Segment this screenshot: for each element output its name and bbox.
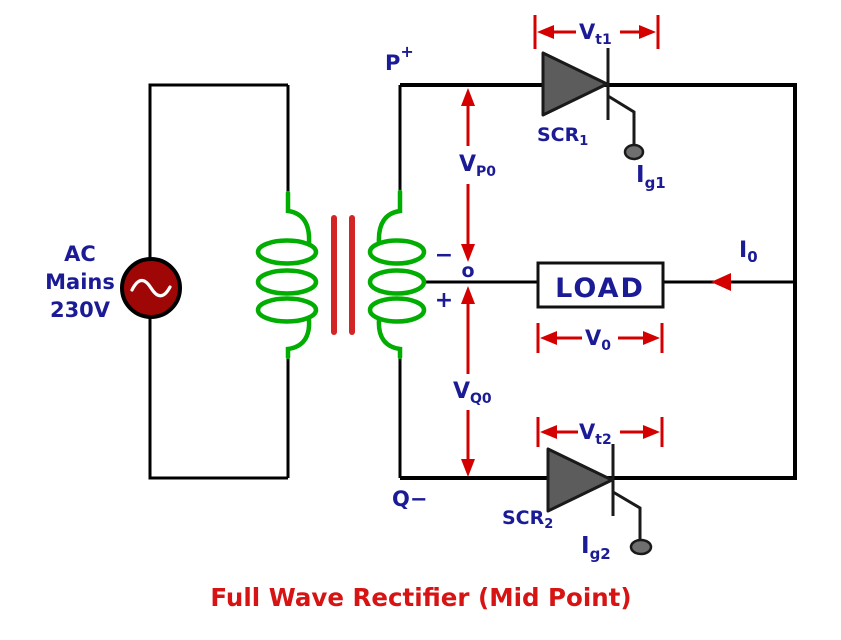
scr1: SCR1 Ig1 bbox=[537, 48, 666, 192]
ac-source-label-line2: Mains bbox=[45, 270, 115, 294]
vq0-measure-arrow: VQ0 bbox=[453, 286, 492, 477]
scr2-anode-triangle bbox=[546, 447, 614, 513]
tap-minus-sign: − bbox=[435, 243, 453, 268]
scr2-gate-current-label: Ig2 bbox=[581, 533, 611, 563]
primary-coil-turn bbox=[255, 296, 319, 324]
i0-current: I0 bbox=[711, 238, 758, 291]
primary-coil-turn bbox=[255, 238, 319, 266]
vt2-right-arrowhead-icon bbox=[643, 425, 660, 439]
vq0-up-arrowhead-icon bbox=[461, 286, 475, 304]
scr2: SCR2 Ig2 bbox=[502, 444, 653, 563]
i0-label: I0 bbox=[739, 238, 758, 266]
vt2-dimension: Vt2 bbox=[536, 417, 664, 448]
vq0-label: VQ0 bbox=[453, 379, 492, 407]
scr1-gate-lead bbox=[607, 94, 636, 144]
secondary-coil-turn bbox=[367, 296, 427, 324]
vt1-dimension: Vt1 bbox=[533, 15, 660, 49]
v0-dimension: V0 bbox=[536, 323, 664, 354]
primary-wire-top-left bbox=[148, 83, 288, 259]
secondary-coil-turn bbox=[367, 238, 427, 266]
v0-right-arrowhead-icon bbox=[643, 331, 660, 345]
secondary-coil-turn bbox=[367, 268, 427, 296]
primary-coil-bottom-hook bbox=[285, 317, 312, 360]
i0-arrowhead-icon bbox=[711, 273, 731, 291]
diagram-title: Full Wave Rectifier (Mid Point) bbox=[210, 583, 631, 612]
vt2-label: Vt2 bbox=[579, 420, 612, 448]
secondary-coil-top-hook bbox=[376, 189, 403, 246]
transformer-core bbox=[331, 215, 355, 335]
v0-left-arrowhead-icon bbox=[540, 331, 557, 345]
ac-source-label-line3: 230V bbox=[50, 298, 111, 322]
scr1-gate-terminal bbox=[623, 143, 645, 161]
primary-wire-bottom-left bbox=[148, 317, 288, 480]
v0-label: V0 bbox=[585, 326, 611, 354]
center-tap-o-label: o bbox=[461, 260, 474, 282]
scr1-anode-triangle bbox=[541, 51, 609, 117]
sine-wave-icon bbox=[130, 278, 172, 298]
scr1-label: SCR1 bbox=[537, 124, 588, 149]
vt1-label: Vt1 bbox=[579, 20, 612, 48]
scr2-label: SCR2 bbox=[502, 507, 553, 532]
ac-source-label-line1: AC bbox=[64, 242, 96, 266]
vt2-left-arrowhead-icon bbox=[540, 425, 557, 439]
primary-coil bbox=[255, 190, 319, 360]
primary-coil-top-hook bbox=[285, 190, 312, 246]
load-label: LOAD bbox=[555, 273, 645, 304]
load-rect bbox=[536, 261, 665, 309]
vt1-right-arrowhead-icon bbox=[639, 25, 656, 39]
vp0-label: VP0 bbox=[459, 152, 496, 180]
vp0-measure-arrow: VP0 bbox=[459, 88, 496, 262]
vt1-left-arrowhead-icon bbox=[537, 25, 554, 39]
scr2-gate-lead bbox=[612, 490, 642, 540]
transformer bbox=[255, 189, 427, 360]
vq0-down-arrowhead-icon bbox=[461, 459, 475, 477]
scr2-gate-terminal bbox=[629, 538, 653, 556]
scr1-gate-current-label: Ig1 bbox=[636, 162, 666, 192]
secondary-coil bbox=[367, 189, 427, 360]
vp0-down-arrowhead-icon bbox=[461, 244, 475, 262]
tap-plus-sign: + bbox=[435, 288, 453, 313]
terminal-p-label: P+ bbox=[385, 42, 414, 75]
primary-coil-turn bbox=[255, 268, 319, 296]
vp0-up-arrowhead-icon bbox=[461, 88, 475, 106]
terminal-q-label: Q− bbox=[392, 487, 427, 511]
ac-source: AC Mains 230V bbox=[45, 242, 182, 322]
secondary-coil-bottom-hook bbox=[376, 317, 403, 360]
load-box: LOAD bbox=[536, 261, 665, 309]
